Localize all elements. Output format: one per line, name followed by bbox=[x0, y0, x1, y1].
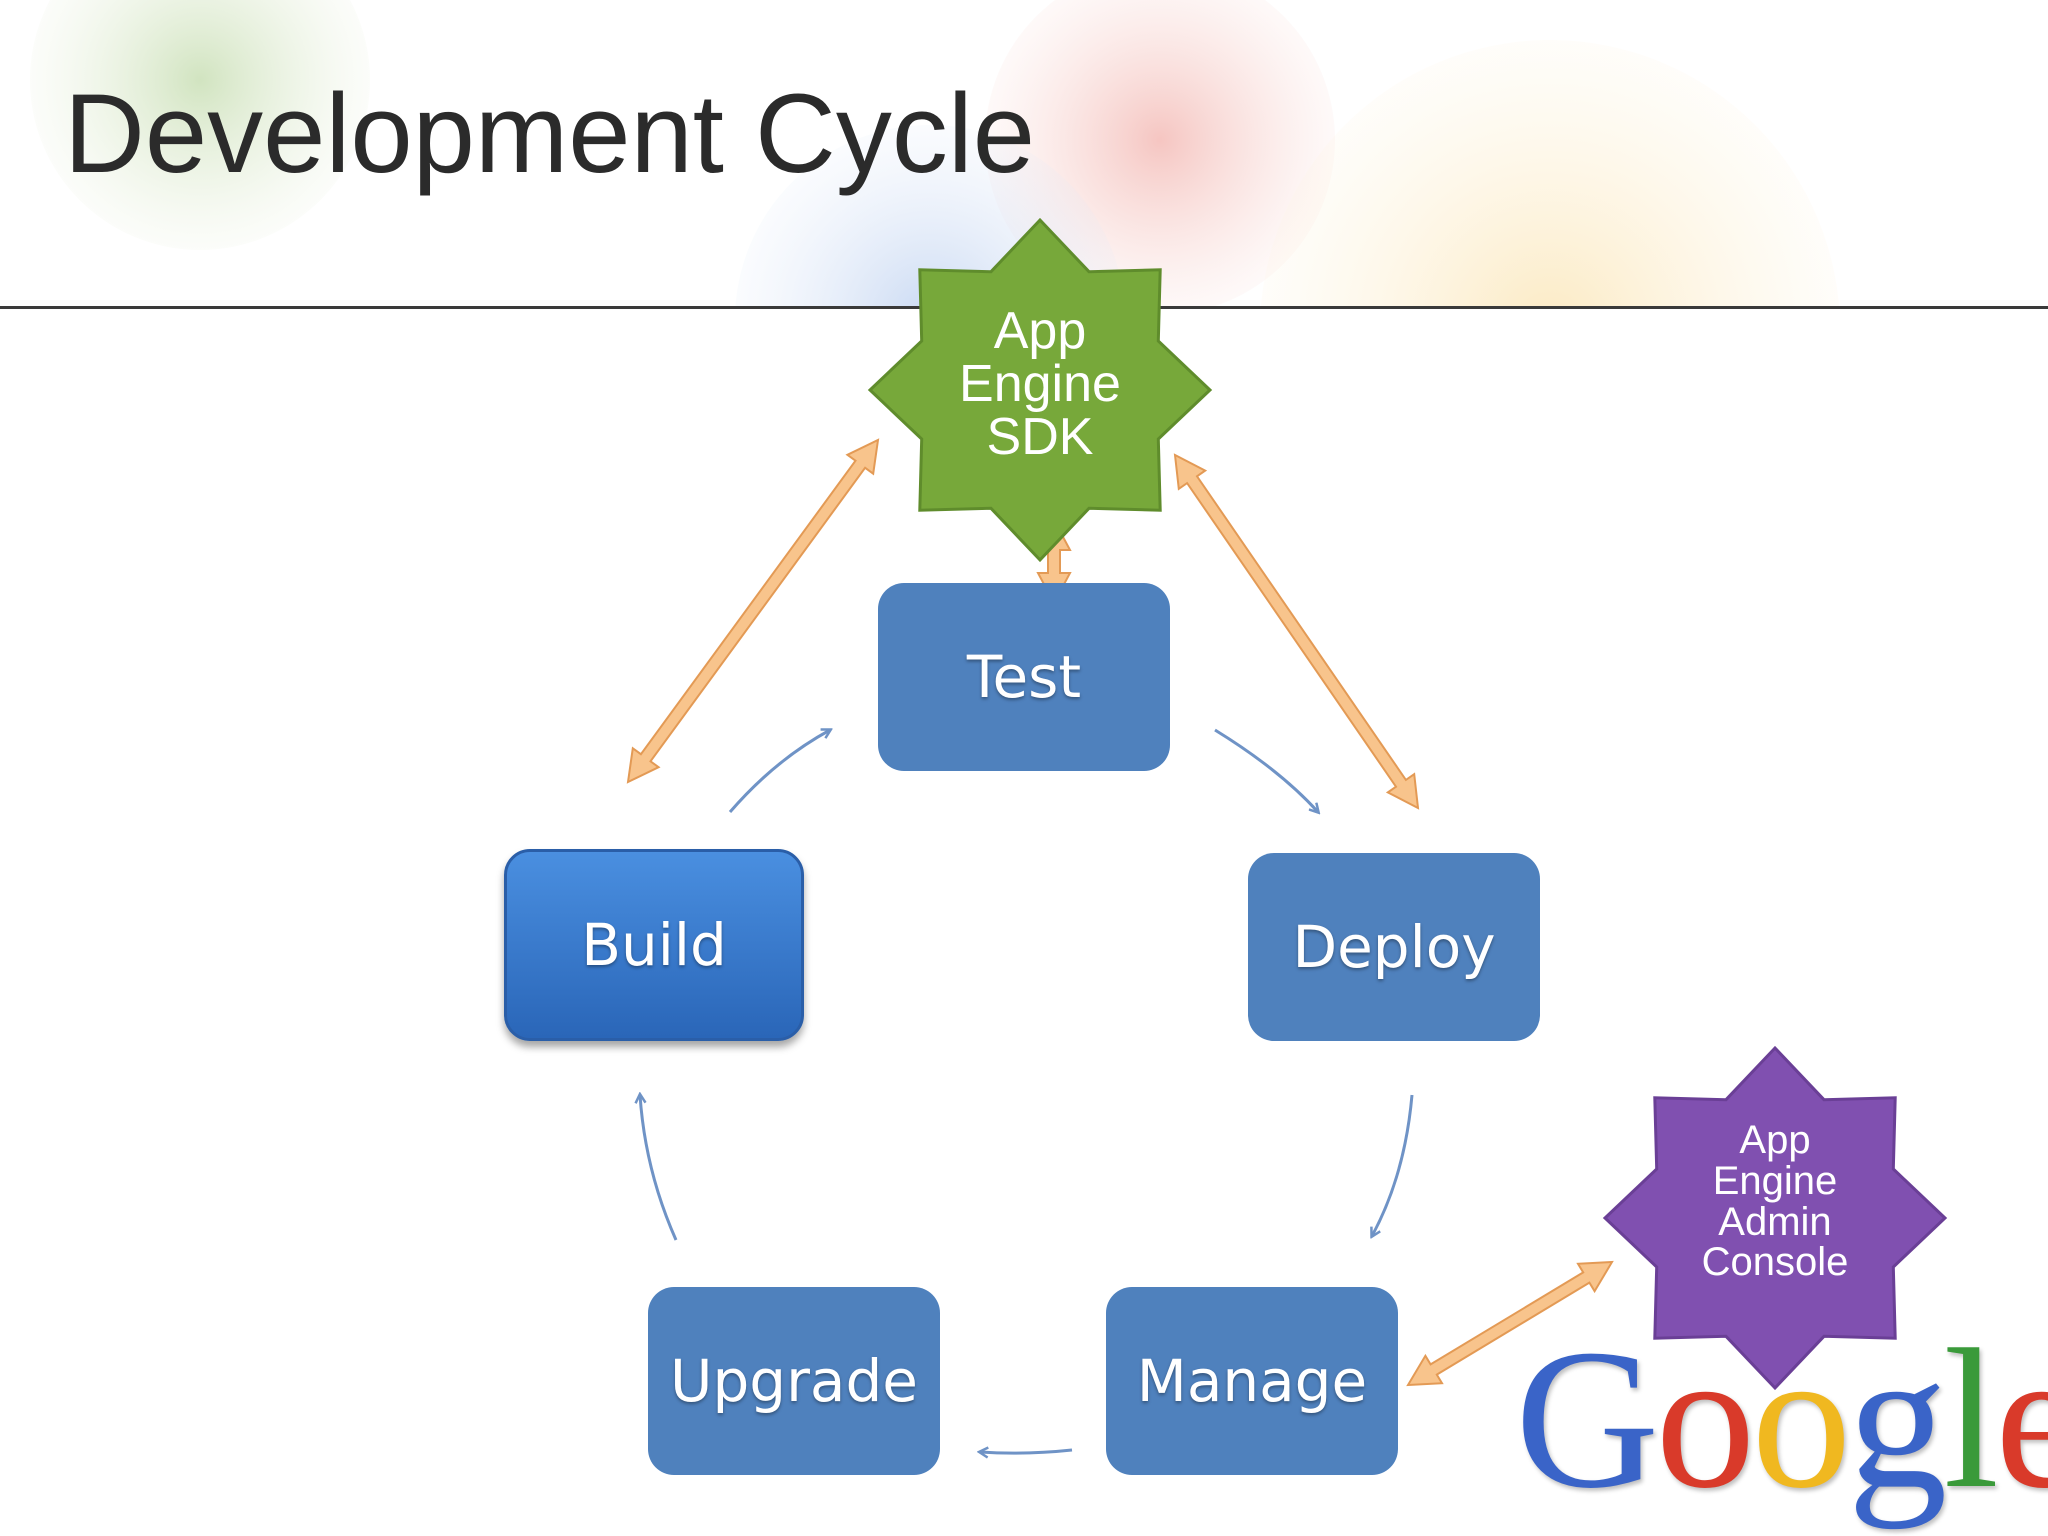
bidirectional-arrow-build-sdk bbox=[626, 438, 880, 784]
stage-test: Test bbox=[878, 583, 1170, 771]
cycle-arrow-deploy-to-manage bbox=[1372, 1094, 1414, 1236]
app-engine-sdk-starburst bbox=[867, 217, 1213, 563]
bg-sphere-green bbox=[30, 0, 370, 250]
google-logo-letter: e bbox=[1995, 1309, 2048, 1530]
cycle-arrow-manage-to-upgrade bbox=[980, 1450, 1073, 1453]
stage-deploy: Deploy bbox=[1248, 853, 1540, 1041]
cycle-arrow-test-to-deploy bbox=[1214, 728, 1318, 812]
google-logo-letter: l bbox=[1943, 1309, 1999, 1530]
google-logo: Google™ bbox=[1515, 1320, 2048, 1520]
stage-manage: Manage bbox=[1106, 1287, 1398, 1475]
app-engine-admin-console-starburst bbox=[1602, 1045, 1948, 1391]
cycle-arrow-build-to-test bbox=[728, 730, 830, 813]
page-title: Development Cycle bbox=[64, 71, 1036, 196]
bg-sphere-yellow bbox=[1261, 40, 1839, 306]
stage-upgrade: Upgrade bbox=[648, 1287, 940, 1475]
google-logo-letter: o bbox=[1751, 1309, 1851, 1530]
google-logo-letter: G bbox=[1515, 1309, 1659, 1530]
cycle-arrow-upgrade-to-build bbox=[640, 1095, 678, 1241]
app-engine-sdk-label: App Engine SDK bbox=[959, 302, 1121, 467]
bidirectional-arrow-sdk-deploy bbox=[1173, 453, 1420, 810]
bidirectional-arrow-manage-admin bbox=[1406, 1260, 1614, 1387]
google-logo-letter: g bbox=[1847, 1309, 1947, 1530]
google-logo-letter: o bbox=[1655, 1309, 1755, 1530]
stage-build: Build bbox=[504, 849, 804, 1041]
app-engine-admin-console-label: App Engine Admin Console bbox=[1701, 1118, 1849, 1285]
